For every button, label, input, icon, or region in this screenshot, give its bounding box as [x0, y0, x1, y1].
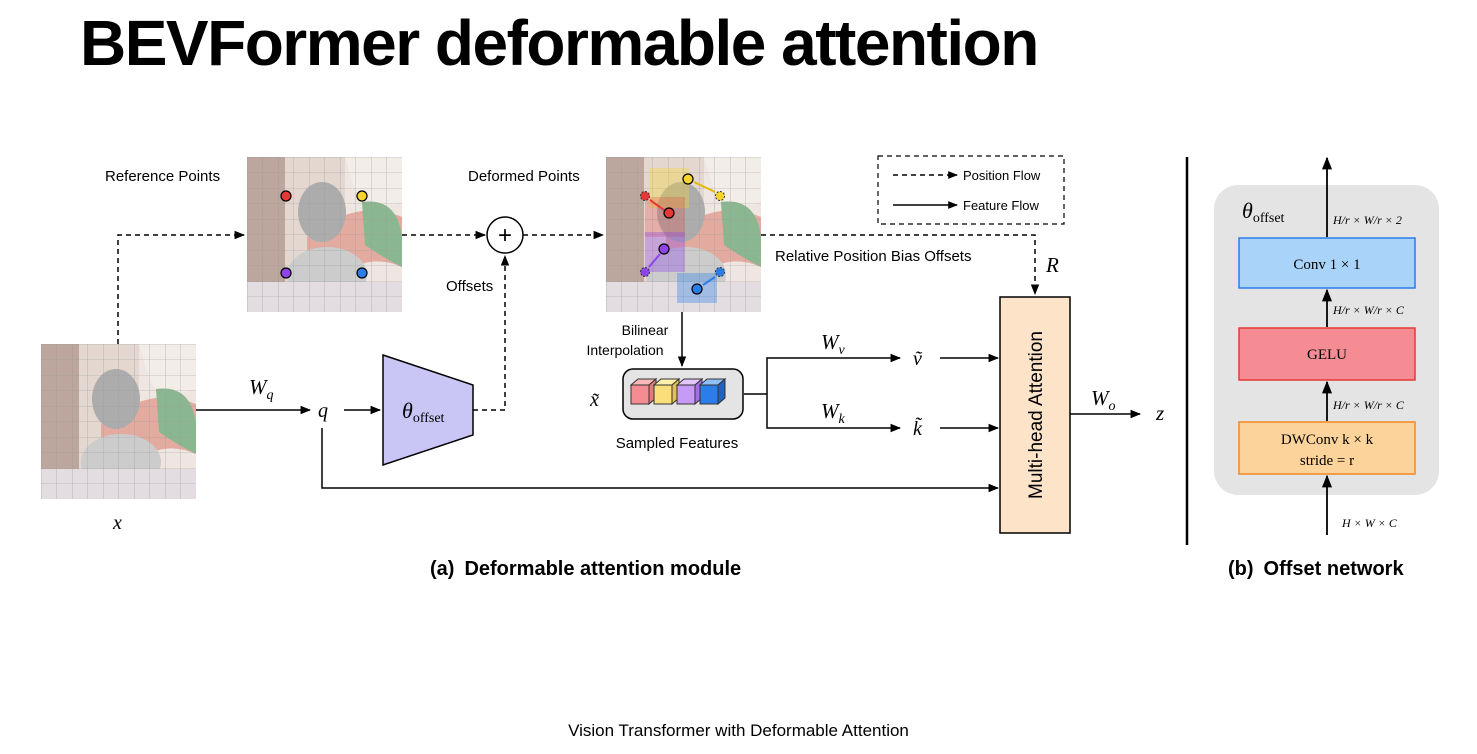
reference-point-yellow [356, 190, 368, 202]
caption-b: (b)Offset network [1228, 558, 1404, 580]
sampled-feature-cubes [629, 377, 727, 406]
conv-1x1-label: Conv 1 × 1 [1293, 257, 1360, 273]
deformed-points-label: Deformed Points [468, 168, 580, 185]
wk-label: Wk [821, 399, 846, 427]
reference-points-map [247, 157, 402, 312]
deformed-points [640, 168, 725, 303]
wq-label: Wq [249, 375, 274, 403]
legend-position-flow: Position Flow [963, 168, 1041, 183]
theta-offset-label: θoffset [402, 398, 445, 426]
arrow-to-k [766, 394, 902, 433]
sum-symbol: + [498, 222, 512, 249]
caption-a: (a)Deformable attention module [430, 558, 741, 580]
z-variable: z [1155, 401, 1164, 425]
arrow-q-to-mha [321, 428, 1000, 493]
reference-point-red [280, 190, 292, 202]
slide-title: BEVFormer deformable attention [80, 7, 1039, 79]
dwconv-label-1: DWConv k × k [1281, 432, 1374, 448]
multi-head-attention-label: Multi-head Attention [1026, 331, 1047, 499]
rpb-offsets-label: Relative Position Bias Offsets [775, 248, 971, 265]
arrow-x-to-reference [117, 230, 246, 344]
input-feature-map [41, 344, 196, 499]
gelu-block [1238, 327, 1416, 381]
k-tilde-variable: k̃ [913, 416, 923, 440]
legend-feature-flow: Feature Flow [963, 198, 1039, 213]
arrow-deformed-to-mha [761, 234, 1040, 296]
dim-dwconv-out-label: H/r × W/r × C [1332, 398, 1405, 412]
offset-network-block [382, 353, 474, 467]
offsets-label: Offsets [446, 278, 493, 295]
sum-node [486, 216, 524, 254]
interpolation-label: Interpolation [586, 342, 663, 358]
bilinear-label: Bilinear [622, 322, 669, 338]
legend-box [877, 155, 1065, 225]
panel-b-theta-label: θoffset [1242, 198, 1285, 226]
q-variable: q [318, 400, 328, 422]
wo-label: Wo [1091, 386, 1116, 414]
x-tilde-variable: x̃ [589, 389, 599, 411]
reference-point-purple [280, 267, 292, 279]
dwconv-block [1238, 421, 1416, 475]
dim-input-label: H × W × C [1341, 516, 1398, 530]
wv-label: Wv [821, 330, 846, 358]
dim-gelu-out-label: H/r × W/r × C [1332, 303, 1405, 317]
conv-1x1-block [1238, 237, 1416, 289]
v-tilde-variable: ṽ [913, 348, 923, 370]
slide-footer-caption: Vision Transformer with Deformable Atten… [568, 721, 909, 740]
dim-output-label: H/r × W/r × 2 [1332, 213, 1402, 227]
reference-points-label: Reference Points [105, 168, 220, 185]
reference-point-blue [356, 267, 368, 279]
arrow-offsets-to-plus [473, 254, 510, 411]
sampled-features-label: Sampled Features [616, 435, 739, 452]
arrow-to-v [766, 353, 902, 394]
gelu-label: GELU [1307, 347, 1347, 363]
multi-head-attention-block [999, 296, 1071, 534]
x-variable: x [112, 512, 122, 534]
r-variable: R [1045, 253, 1059, 277]
dwconv-label-2: stride = r [1300, 453, 1354, 469]
